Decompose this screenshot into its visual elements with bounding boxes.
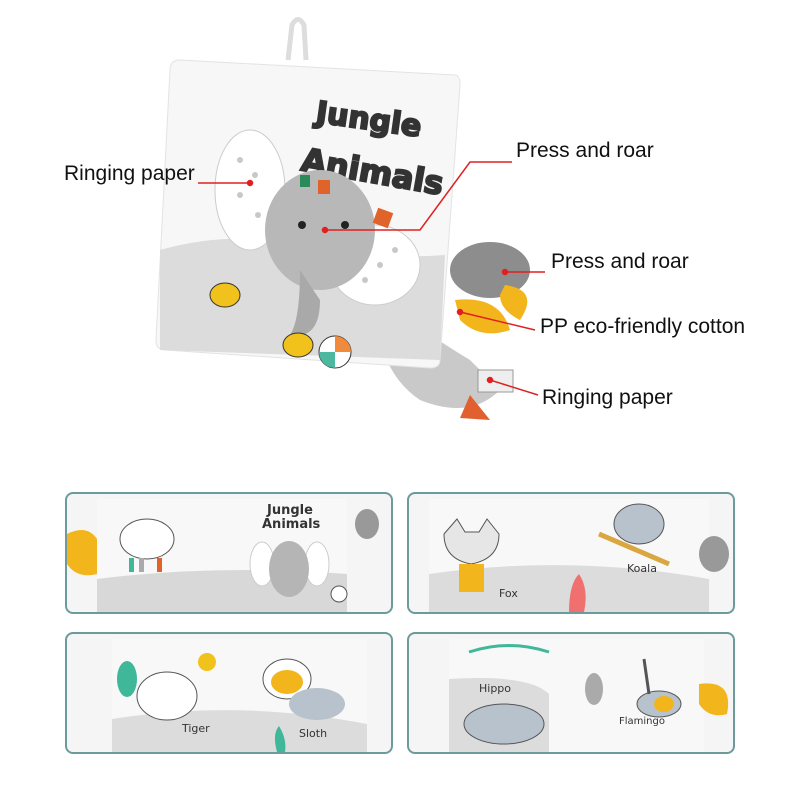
cloth-book-main-image: Jungle Animals xyxy=(155,17,545,420)
panel-cover-spread: Jungle Animals xyxy=(65,492,393,614)
callout-ringing-paper-right: Ringing paper xyxy=(542,386,673,409)
sun-icon xyxy=(198,653,216,671)
book-cover: Jungle Animals xyxy=(155,59,461,369)
callout-lines xyxy=(198,161,545,396)
koala-icon xyxy=(613,503,665,545)
callout-press-and-roar-tail: Press and roar xyxy=(551,250,689,273)
label-hippo: Hippo xyxy=(479,682,511,695)
panel-hippo-flamingo: Hippo Flamingo xyxy=(407,632,735,754)
panel-title-line2: Animals xyxy=(262,517,321,532)
cloud-icon xyxy=(119,518,175,560)
elephant-head xyxy=(265,170,375,290)
panel-fox-koala: Fox Koala xyxy=(407,492,735,614)
callout-press-and-roar-top: Press and roar xyxy=(516,139,654,162)
label-koala: Koala xyxy=(627,562,657,575)
elephant-plush xyxy=(269,541,309,597)
callout-pp-cotton: PP eco-friendly cotton xyxy=(540,315,746,338)
vine-icon xyxy=(468,644,550,654)
panel-tiger-sloth: Tiger Sloth xyxy=(65,632,393,754)
panel-title-line1: Jungle xyxy=(266,503,313,518)
tag-green xyxy=(300,175,310,187)
label-flamingo: Flamingo xyxy=(619,716,665,727)
tag-red xyxy=(318,180,330,194)
hippo-icon xyxy=(463,703,545,745)
callout-ringing-paper-left: Ringing paper xyxy=(64,162,195,185)
label-sloth: Sloth xyxy=(299,727,327,740)
fox-icon xyxy=(443,518,500,565)
label-fox: Fox xyxy=(499,587,518,600)
hanging-loop xyxy=(285,17,309,61)
plush-tail xyxy=(450,242,530,298)
label-tiger: Tiger xyxy=(181,722,210,735)
tiger-icon xyxy=(136,671,198,721)
